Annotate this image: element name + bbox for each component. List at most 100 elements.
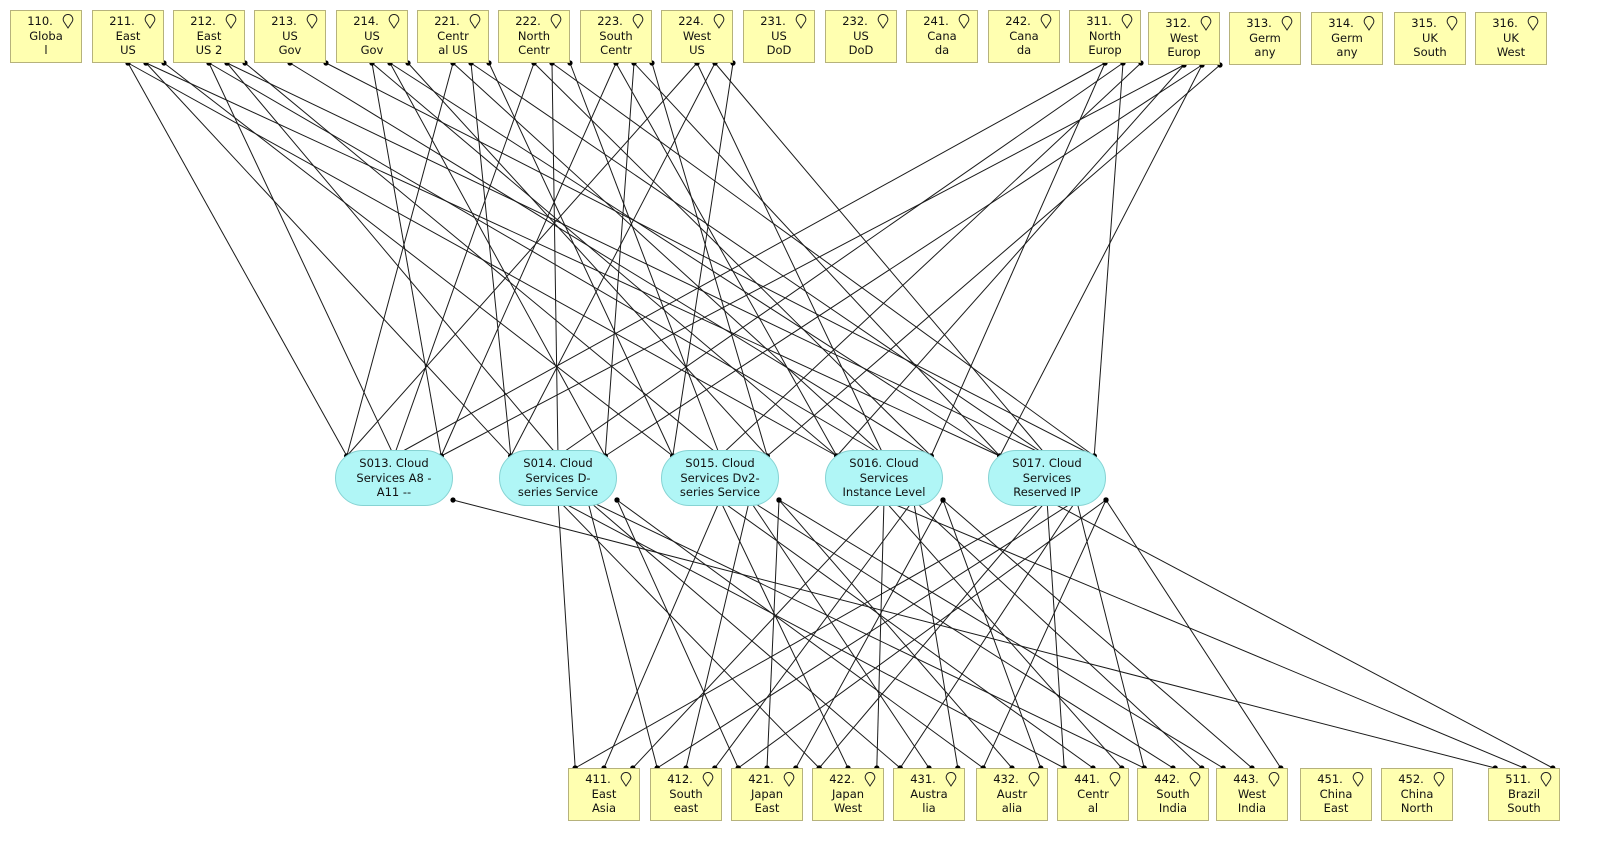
- connector-211-S015[interactable]: [163, 62, 674, 457]
- connector-S014-422[interactable]: [557, 499, 820, 769]
- connector-S014-441[interactable]: [557, 499, 1065, 769]
- service-node-s016[interactable]: S016. Cloud Services Instance Level: [825, 450, 943, 506]
- connector-S015-422[interactable]: [719, 499, 849, 769]
- connector-212-S015[interactable]: [244, 62, 721, 457]
- connector-S014-431[interactable]: [587, 499, 901, 769]
- connector-223-S017[interactable]: [633, 62, 1001, 457]
- location-box-110[interactable]: 110. Globa l: [10, 10, 82, 63]
- location-box-442[interactable]: 442. South India: [1137, 768, 1209, 821]
- connector-S017-442[interactable]: [1076, 499, 1145, 769]
- connector-211-S013[interactable]: [127, 62, 348, 457]
- location-box-422[interactable]: 422. Japan West: [812, 768, 884, 821]
- connector-S016-443[interactable]: [942, 499, 1253, 769]
- connector-221-S015[interactable]: [488, 62, 674, 457]
- connector-S015-441[interactable]: [719, 499, 1094, 769]
- connector-S014-421[interactable]: [616, 499, 739, 769]
- connector-S016-421[interactable]: [795, 499, 944, 769]
- connector-213-S016[interactable]: [289, 62, 932, 457]
- location-box-312[interactable]: 312. West Europ: [1148, 12, 1220, 65]
- connector-S014-432[interactable]: [616, 499, 984, 769]
- connector-221-S014[interactable]: [470, 62, 512, 457]
- location-box-441[interactable]: 441. Centr al: [1057, 768, 1129, 821]
- connector-S014-442[interactable]: [587, 499, 1145, 769]
- connector-224-S017[interactable]: [714, 62, 1048, 457]
- connector-214-S013[interactable]: [371, 62, 442, 457]
- connector-223-S016[interactable]: [615, 62, 838, 457]
- location-box-421[interactable]: 421. Japan East: [731, 768, 803, 821]
- location-box-242[interactable]: 242. Cana da: [988, 10, 1060, 63]
- connector-311-S016[interactable]: [930, 62, 1106, 457]
- connector-S016-411[interactable]: [632, 499, 885, 769]
- connector-S017-431[interactable]: [899, 499, 1077, 769]
- location-box-231[interactable]: 231. US DoD: [743, 10, 815, 63]
- location-box-224[interactable]: 224. West US: [661, 10, 733, 63]
- connector-312-S015[interactable]: [766, 64, 1221, 457]
- connector-223-S014[interactable]: [604, 62, 635, 457]
- connector-221-S013[interactable]: [346, 62, 454, 457]
- connector-214-S016[interactable]: [371, 62, 838, 457]
- location-box-223[interactable]: 223. South Centr: [580, 10, 652, 63]
- connector-S017-411[interactable]: [574, 499, 1048, 769]
- connector-S015-442[interactable]: [749, 499, 1174, 769]
- connector-222-S014[interactable]: [551, 62, 559, 457]
- connector-S016-422[interactable]: [876, 499, 885, 769]
- connector-S015-431[interactable]: [749, 499, 930, 769]
- location-box-411[interactable]: 411. East Asia: [568, 768, 640, 821]
- connector-S016-442[interactable]: [913, 499, 1203, 769]
- connector-311-S014[interactable]: [557, 62, 1124, 457]
- connector-S016-511[interactable]: [883, 499, 1525, 769]
- connector-S017-422[interactable]: [818, 499, 1048, 769]
- connector-221-S017[interactable]: [470, 62, 1048, 457]
- connector-S017-412[interactable]: [656, 499, 1077, 769]
- service-node-s015[interactable]: S015. Cloud Services Dv2- series Service: [661, 450, 779, 506]
- connector-212-S016[interactable]: [208, 62, 885, 457]
- location-box-222[interactable]: 222. North Centr: [498, 10, 570, 63]
- connector-S015-411[interactable]: [603, 499, 721, 769]
- connector-311-S017[interactable]: [1093, 62, 1124, 457]
- connector-S017-421[interactable]: [737, 499, 1107, 769]
- location-box-452[interactable]: 452. China North: [1381, 768, 1453, 821]
- connector-S017-443[interactable]: [1105, 499, 1282, 769]
- location-box-431[interactable]: 431. Austra lia: [893, 768, 965, 821]
- location-box-313[interactable]: 313. Germ any: [1229, 12, 1301, 65]
- location-box-221[interactable]: 221. Centr al US: [417, 10, 489, 63]
- location-box-432[interactable]: 432. Austr alia: [976, 768, 1048, 821]
- connector-222-S015[interactable]: [569, 62, 721, 457]
- connector-211-S016[interactable]: [127, 62, 838, 457]
- connector-312-S017[interactable]: [999, 64, 1203, 457]
- connector-223-S013[interactable]: [440, 62, 617, 457]
- location-box-214[interactable]: 214. US Gov: [336, 10, 408, 63]
- connector-214-S015[interactable]: [407, 62, 768, 457]
- connector-224-S014[interactable]: [510, 62, 716, 457]
- location-box-232[interactable]: 232. US DoD: [825, 10, 897, 63]
- connector-224-S013[interactable]: [346, 62, 698, 457]
- connector-214-S017[interactable]: [389, 62, 1001, 457]
- connector-211-S017[interactable]: [145, 62, 1001, 457]
- connector-S016-441[interactable]: [883, 499, 1123, 769]
- connector-211-S014[interactable]: [145, 62, 512, 457]
- connector-S015-443[interactable]: [778, 499, 1224, 769]
- connector-S013-511[interactable]: [452, 499, 1496, 769]
- connector-S016-431[interactable]: [913, 499, 959, 769]
- location-box-213[interactable]: 213. US Gov: [254, 10, 326, 63]
- connector-213-S017[interactable]: [325, 62, 1095, 457]
- connector-223-S015[interactable]: [651, 62, 768, 457]
- location-box-314[interactable]: 314. Germ any: [1311, 12, 1383, 65]
- connector-S017-432[interactable]: [982, 499, 1107, 769]
- connector-214-S014[interactable]: [389, 62, 606, 457]
- connector-312-S013[interactable]: [440, 64, 1185, 457]
- connector-222-S016[interactable]: [533, 62, 932, 457]
- location-box-412[interactable]: 412. South east: [650, 768, 722, 821]
- connector-S015-432[interactable]: [778, 499, 1013, 769]
- connector-312-S016[interactable]: [836, 64, 1185, 457]
- connector-311-S015[interactable]: [719, 62, 1142, 457]
- connector-S015-421[interactable]: [766, 499, 780, 769]
- connector-312-S014[interactable]: [604, 64, 1203, 457]
- connector-224-S015[interactable]: [672, 62, 734, 457]
- connector-S014-412[interactable]: [587, 499, 658, 769]
- location-box-241[interactable]: 241. Cana da: [906, 10, 978, 63]
- connector-S017-511[interactable]: [1046, 499, 1554, 769]
- connector-224-S016[interactable]: [696, 62, 885, 457]
- connector-212-S014[interactable]: [226, 62, 559, 457]
- service-node-s017[interactable]: S017. Cloud Services Reserved IP: [988, 450, 1106, 506]
